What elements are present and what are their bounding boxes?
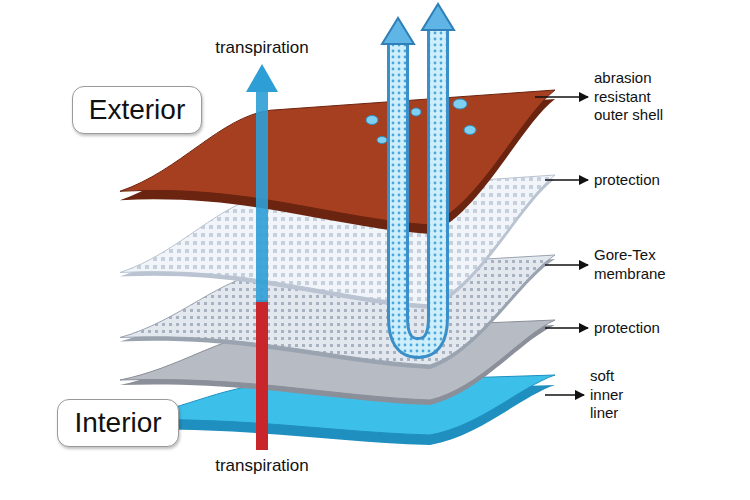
layer-label: soft inner liner [590, 367, 638, 423]
leader-line [545, 327, 588, 329]
transpiration-arrow [246, 64, 278, 450]
tube-body [398, 28, 438, 348]
flow-label: transpiration [215, 455, 309, 476]
layer-label: protection [594, 319, 660, 338]
region-label-box: Interior [57, 399, 178, 447]
water-drop [453, 99, 467, 109]
flow-label: transpiration [215, 37, 309, 58]
arrow-shaft-red [256, 300, 268, 450]
arrow-shaft-blue [256, 90, 268, 302]
water-drop [464, 126, 476, 135]
leader-lines [535, 97, 588, 395]
tube-arrowhead [422, 4, 454, 30]
arrow-head [246, 64, 278, 92]
layer-label: abrasion resistant outer shell [594, 69, 682, 125]
leader-line [545, 179, 588, 181]
leader-line [545, 394, 584, 396]
tube-arrowhead [382, 18, 414, 44]
water-vapour-tube [366, 4, 476, 348]
region-label-box: Exterior [72, 86, 202, 134]
region-name: Exterior [89, 94, 185, 125]
water-drop [411, 108, 421, 116]
tube-outline [398, 28, 438, 348]
water-drop [366, 116, 378, 125]
layer-label: Gore-Tex membrane [594, 246, 674, 284]
layer-label: protection [594, 171, 660, 190]
leader-line [535, 96, 588, 98]
water-drop [377, 137, 387, 144]
region-name: Interior [74, 407, 161, 438]
leader-line [545, 264, 588, 266]
